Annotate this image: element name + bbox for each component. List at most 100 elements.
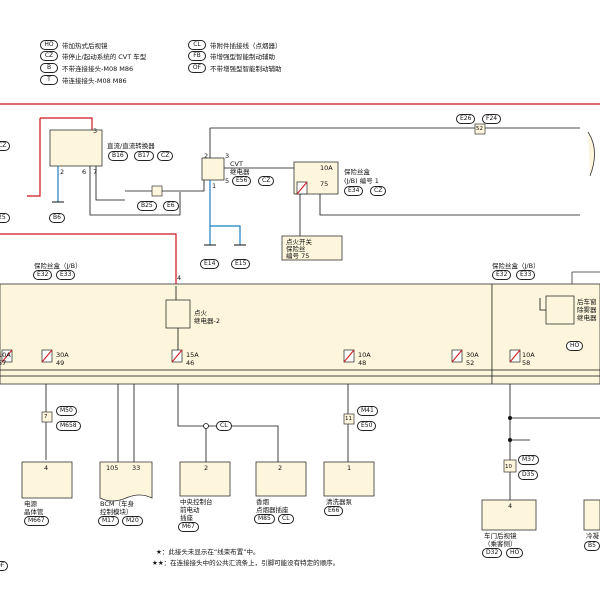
load-box-power-transistor [21, 461, 73, 499]
red-wire-dcdc [27, 118, 41, 197]
jb-right-label: 保险丝盒（J/B） [492, 262, 540, 270]
conn-e34: E34 [344, 186, 364, 196]
ign-relay-label-2: 继电器-2 [194, 317, 220, 325]
load-box-condenser [583, 499, 600, 531]
conn-d32: D32 [482, 548, 503, 558]
rear-defog-label-1: 后车窗 [577, 298, 597, 306]
load-pin-mirror: 4 [508, 502, 513, 510]
fuse-symbols [1, 181, 521, 363]
conn-e6: E6 [163, 201, 179, 211]
fuse-75-note-box [281, 235, 343, 261]
conn-e26: E26 [456, 114, 476, 124]
fuse-58-amp: 10A [522, 351, 535, 359]
conn-m658: M658 [56, 421, 81, 431]
conn-ho-load: HO [506, 548, 524, 558]
dcdc-pin-3: 3 [93, 127, 98, 135]
fuse75-title: 保险丝盒 [344, 168, 370, 176]
load-cigarette-l1: 香烟 [256, 498, 269, 506]
conn-d35: D35 [518, 470, 539, 480]
fuse-46-num: 46 [186, 359, 195, 367]
rear-defog-label-3: 继电器 [577, 314, 597, 322]
load-pin-washer: 1 [347, 464, 352, 472]
conn-m67: M67 [178, 522, 199, 532]
load-cigarette-l2: 点烟器插座 [256, 506, 289, 514]
fuse-49-num: 49 [56, 359, 65, 367]
conn-m37: M37 [518, 455, 539, 465]
dcdc-pin-7: 7 [93, 168, 98, 176]
load-console-l1: 中央控制台 [180, 498, 213, 506]
fuse75-sub: (J/B) 编号 1 [344, 177, 379, 185]
fuse-57-num: 57 [0, 359, 7, 367]
conn-cz-fuse: CZ [370, 186, 387, 196]
load-console-l3: 插座 [180, 514, 193, 522]
cvt-pin-1: 1 [212, 182, 217, 190]
conn-e56: E56 [232, 176, 252, 186]
load-condenser-l1: 冷凝 [586, 532, 599, 540]
conn-e32-right: E32 [492, 270, 512, 280]
conn-f24: F24 [482, 114, 502, 124]
fuse75-amp: 10A [320, 164, 333, 172]
cvt-relay-box [201, 157, 225, 181]
load-bcm-l2: 控制模块） [100, 508, 133, 516]
fuse-57-amp: 10A [0, 351, 11, 359]
load-box-washer [323, 461, 375, 497]
conn-m50: M50 [56, 406, 77, 416]
load-pin-bcm-105: 105 [106, 464, 119, 472]
conn-25-left: 25 [0, 213, 10, 223]
load-mirror-l2: （乘客侧） [484, 540, 517, 548]
fuse75-num: 75 [320, 180, 329, 188]
cvt-pin-3: 3 [225, 152, 230, 160]
rear-defog-relay-box [545, 295, 575, 325]
fuse-48-amp: 10A [358, 351, 371, 359]
conn-e66: E66 [324, 506, 344, 516]
cvt-label: CVT [230, 160, 243, 168]
conn-e33-left: E33 [56, 270, 76, 280]
conn-of-left: OF [0, 561, 9, 571]
conn-m667: M667 [24, 516, 49, 526]
fuse-58-num: 58 [522, 359, 531, 367]
load-pin-console: 2 [204, 464, 209, 472]
load-box-console-socket [179, 461, 231, 497]
splice-pin-10: 10 [505, 464, 512, 470]
conn-cl-wire: CL [216, 421, 232, 431]
fuse75-note-2: 保险丝 [286, 245, 306, 253]
conn-cz-dcdc: CZ [157, 151, 174, 161]
fuse75-note-3: 编号 75 [286, 252, 310, 260]
splice-pin-11: 11 [345, 416, 352, 422]
conn-e33-right: E33 [516, 270, 536, 280]
dcdc-label: 直流/直流转换器 [107, 142, 155, 150]
cvt-relay-label: 继电器 [230, 168, 250, 176]
top-right-fuse-num: 52 [476, 126, 483, 132]
conn-e14: E14 [200, 259, 220, 269]
load-console-l2: 前电动 [180, 506, 200, 514]
conn-cz-left: CZ [0, 141, 11, 151]
cvt-pin-2: 2 [204, 152, 209, 160]
fuse-46-amp: 15A [186, 351, 199, 359]
load-pin-bcm-33: 33 [132, 464, 141, 472]
red-wire-dcdc-top [40, 117, 93, 130]
conn-e32-left: E32 [33, 270, 53, 280]
conn-ho-jb: HO [566, 341, 584, 351]
note-star1: ★：此接头未显示在“线束布置”中。 [156, 548, 260, 556]
conn-b17: B17 [134, 151, 154, 161]
dcdc-pin-6: 6 [82, 168, 87, 176]
load-pin-cigarette: 2 [278, 464, 283, 472]
load-box-mirror [481, 499, 537, 531]
conn-b16: B16 [108, 151, 128, 161]
load-bcm-l1: BCM（车身 [100, 500, 134, 508]
load-mirror-l1: 车门后视镜 [484, 532, 517, 540]
conn-m85: M85 [254, 514, 275, 524]
ign-relay-label-1: 点火 [194, 309, 207, 317]
fuse-48-num: 48 [358, 359, 367, 367]
conn-b25: B25 [137, 201, 157, 211]
splice-pin-7: 7 [44, 414, 48, 420]
conn-e50: E50 [357, 421, 377, 431]
dcdc-box [49, 129, 103, 167]
